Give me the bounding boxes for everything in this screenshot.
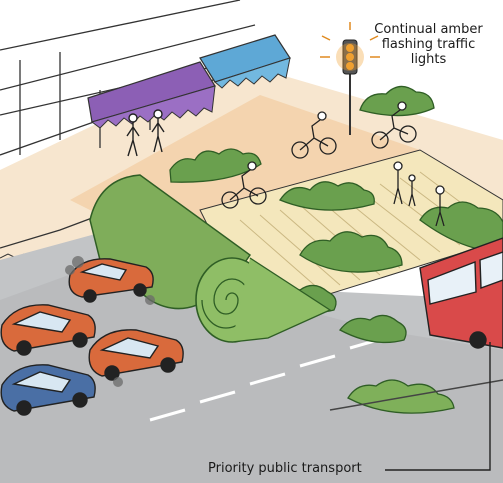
amber-lights-line3: lights	[410, 52, 447, 67]
amber-lights-line2: flashing traffic	[381, 37, 476, 52]
amber-lights-annotation: Continual amber flashing traffic lights	[356, 22, 501, 67]
red-bus	[419, 237, 503, 349]
awning-blue	[199, 34, 291, 89]
pedestrians-crossing	[393, 161, 445, 227]
awning-purple	[87, 61, 216, 129]
kerb-line	[0, 214, 101, 249]
amber-traffic-light	[320, 22, 380, 135]
cyclists	[221, 101, 417, 209]
exhaust-smoke	[65, 256, 155, 387]
cars	[0, 258, 184, 416]
pedestrians-shop	[126, 109, 165, 157]
priority-transport-annotation: Priority public transport	[208, 461, 362, 476]
amber-lights-line1: Continual amber	[374, 22, 483, 37]
road	[0, 230, 503, 483]
roadside-greenery	[329, 379, 503, 414]
pointer-line	[385, 342, 491, 471]
